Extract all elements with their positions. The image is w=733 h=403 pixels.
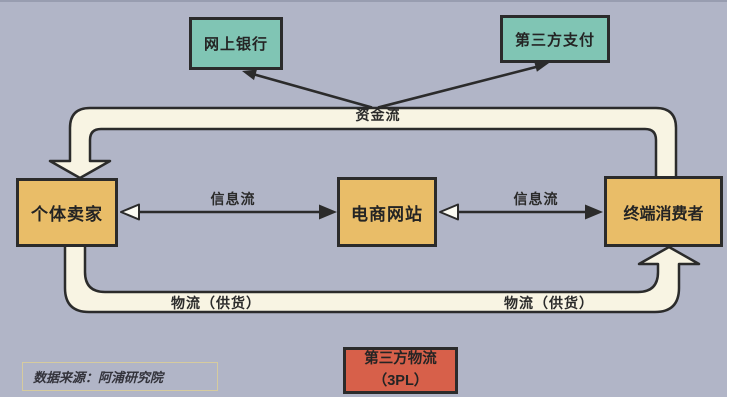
page-margin-bottom (0, 397, 733, 403)
node-individual-seller-label: 个体卖家 (31, 205, 103, 224)
node-third-party-logistics-line1: 第三方物流 (364, 351, 437, 368)
logistics-flow-label-right: 物流（供货） (504, 295, 594, 311)
node-ecommerce-site: 电商网站 (337, 177, 437, 247)
funds-flow-label: 资金流 (355, 107, 401, 123)
node-ecommerce-site-label: 电商网站 (351, 204, 423, 224)
data-source-note-text: 数据来源：阿浦研究院 (33, 370, 164, 385)
info-flow-label-right: 信息流 (513, 191, 559, 207)
info-flow-arrow-right (439, 203, 603, 221)
node-online-banking: 网上银行 (189, 17, 283, 70)
node-third-party-payment: 第三方支付 (500, 15, 610, 63)
funds-flow-arrow-to-third-party-payment (377, 61, 549, 109)
page-margin-right (727, 0, 733, 403)
node-third-party-logistics-line2: （3PL） (372, 372, 429, 389)
funds-flow-arrow-to-online-banking (242, 69, 373, 109)
node-end-consumer-label: 终端消费者 (623, 205, 704, 223)
data-source-note: 数据来源：阿浦研究院 (22, 362, 218, 391)
node-individual-seller: 个体卖家 (16, 178, 118, 247)
funds-flow-band (48, 106, 678, 182)
logistics-flow-band (63, 243, 701, 314)
top-edge-line (0, 0, 727, 2)
info-flow-label-left: 信息流 (210, 191, 256, 207)
node-end-consumer: 终端消费者 (604, 176, 723, 247)
node-online-banking-label: 网上银行 (203, 36, 268, 53)
node-third-party-logistics: 第三方物流 （3PL） (343, 347, 458, 394)
logistics-flow-label-left: 物流（供货） (171, 295, 261, 311)
info-flow-arrow-left (120, 203, 337, 221)
node-third-party-payment-label: 第三方支付 (514, 31, 595, 49)
